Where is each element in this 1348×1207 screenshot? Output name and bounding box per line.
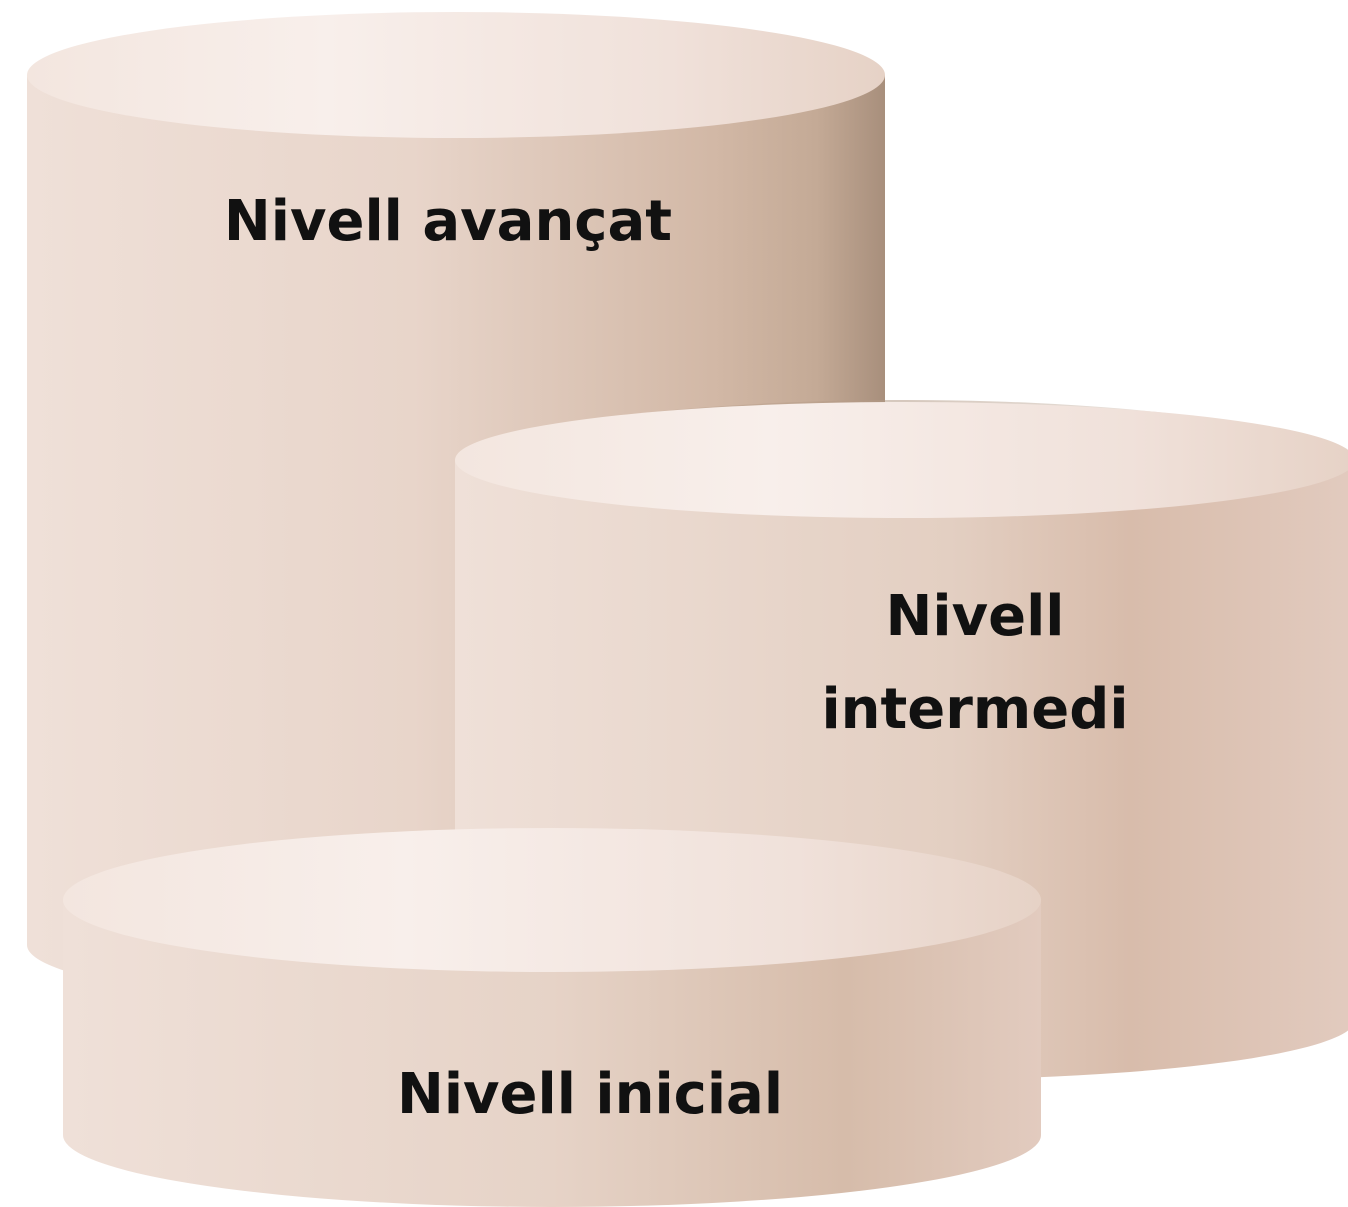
cylinder-initial	[63, 828, 1041, 1207]
cylinder-intermediate-top	[455, 402, 1348, 518]
label-intermediate-line2: intermedi	[821, 677, 1128, 742]
label-advanced: Nivell avançat	[224, 189, 672, 254]
cylinder-advanced-top	[27, 12, 885, 138]
cylinder-initial-top	[63, 828, 1041, 972]
cylinder-initial-body	[63, 900, 1041, 1207]
label-initial: Nivell inicial	[397, 1062, 783, 1127]
label-intermediate-line1: Nivell	[886, 584, 1065, 649]
